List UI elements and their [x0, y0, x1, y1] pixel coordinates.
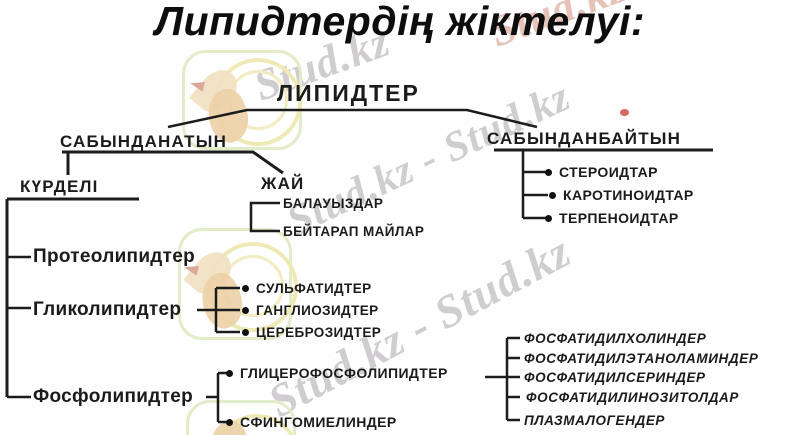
node-waxes: БАЛАУЫЗДАР	[283, 195, 383, 211]
node-gangliosides: ГАНГЛИОЗИДТЕР	[242, 302, 379, 318]
node-steroids: СТЕРОИДТАР	[545, 164, 658, 180]
studkz-logo-watermark	[182, 50, 302, 150]
bullet-icon	[242, 284, 249, 292]
node-phosphatidylcholines: ФОСФАТИДИЛХОЛИНДЕР	[524, 330, 706, 346]
watermark-speck	[620, 109, 629, 116]
leaf-label: СТЕРОИДТАР	[559, 164, 658, 180]
node-sulfatides: СУЛЬФАТИДТЕР	[242, 280, 372, 296]
node-glycerophospholipids: ГЛИЦЕРОФОСФОЛИПИДТЕР	[226, 365, 448, 381]
node-carotenoids: КАРОТИНОИДТАР	[549, 187, 694, 203]
node-phosphatidylinositols: ФОСФАТИДИЛИНОЗИТОЛДАР	[526, 389, 739, 405]
studkz-logo-watermark	[178, 228, 298, 340]
node-phosphatidylserines: ФОСФАТИДИЛСЕРИНДЕР	[524, 369, 706, 385]
leaf-label: ГАНГЛИОЗИДТЕР	[256, 302, 379, 318]
leaf-label: СУЛЬФАТИДТЕР	[256, 280, 372, 296]
leaf-label: ЦЕРЕБРОЗИДТЕР	[256, 324, 382, 340]
node-terpenoids: ТЕРПЕНОИДТАР	[545, 210, 679, 226]
leaf-label: ФОСФАТИДИЛХОЛИНДЕР	[524, 330, 707, 346]
node-phospholipids: Фосфолипидтер	[33, 386, 193, 407]
bullet-icon	[545, 168, 552, 176]
leaf-label: БЕЙТАРАП МАЙЛАР	[283, 223, 425, 239]
node-complex: КҮРДЕЛІ	[20, 177, 99, 196]
leaf-label: ПЛАЗМАЛОГЕНДЕР	[524, 412, 666, 428]
node-cerebrosides: ЦЕРЕБРОЗИДТЕР	[242, 324, 381, 340]
bullet-icon	[226, 418, 233, 426]
leaf-label: СФИНГОМИЕЛИНДЕР	[240, 414, 397, 430]
leaf-label: ФОСФАТИДИЛИНОЗИТОЛДАР	[526, 389, 740, 405]
bullet-icon	[549, 191, 556, 199]
node-plasmalogens: ПЛАЗМАЛОГЕНДЕР	[524, 412, 665, 428]
node-saponifiable: САБЫНДАНАТЫН	[60, 132, 228, 151]
bullet-icon	[545, 214, 552, 222]
leaf-label: КАРОТИНОИДТАР	[563, 187, 694, 203]
node-neutral-fats: БЕЙТАРАП МАЙЛАР	[283, 223, 424, 239]
leaf-label: ФОСФАТИДИЛСЕРИНДЕР	[524, 369, 706, 385]
node-proteolipids: Протеолипидтер	[33, 246, 196, 267]
logo-frame	[186, 400, 296, 435]
leaf-label: ГЛИЦЕРОФОСФОЛИПИДТЕР	[240, 365, 448, 381]
bullet-icon	[242, 328, 249, 336]
bullet-icon	[242, 306, 249, 314]
bullet-icon	[226, 369, 233, 377]
node-sphingomyelins: СФИНГОМИЕЛИНДЕР	[226, 414, 397, 430]
leaf-label: ТЕРПЕНОИДТАР	[559, 210, 679, 226]
leaf-label: БАЛАУЫЗДАР	[283, 195, 384, 211]
node-glycolipids: Гликолипидтер	[33, 299, 182, 320]
node-nonsaponifiable: САБЫНДАНБАЙТЫН	[487, 129, 682, 148]
node-simple: ЖАЙ	[261, 174, 305, 193]
node-phosphatidylethanolamines: ФОСФАТИДИЛЭТАНОЛАМИНДЕР	[524, 350, 758, 366]
page-title: Липидтердің жіктелуі:	[154, 0, 646, 44]
leaf-label: ФОСФАТИДИЛЭТАНОЛАМИНДЕР	[524, 350, 759, 366]
node-lipids: ЛИПИДТЕР	[277, 80, 420, 106]
